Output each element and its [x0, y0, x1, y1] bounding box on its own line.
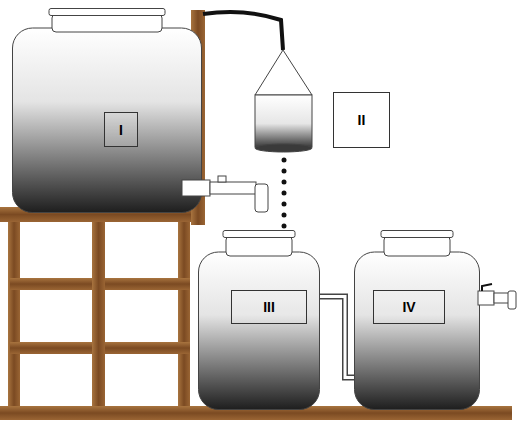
- tap-body: [478, 291, 494, 305]
- drip: [282, 213, 287, 218]
- drip: [282, 202, 287, 207]
- jar-body: [199, 252, 320, 410]
- water-jar: III: [198, 230, 320, 410]
- tap-outlet: [255, 184, 268, 212]
- jar-body: [13, 28, 202, 213]
- vessel-cone: [255, 50, 312, 95]
- stand-post: [178, 212, 190, 412]
- tap-outlet: [508, 291, 516, 309]
- label-box: II: [333, 92, 390, 148]
- drip: [282, 169, 287, 174]
- part-label: I: [104, 112, 138, 147]
- jar-neck: [226, 236, 292, 256]
- jar-lid: [49, 9, 165, 16]
- tap-handle: [218, 176, 226, 182]
- tap-body: [182, 180, 210, 196]
- vessel-bottom: [255, 144, 312, 152]
- connecting-pipe: [320, 297, 354, 378]
- tap-spout: [210, 182, 256, 194]
- jar-lid: [223, 231, 295, 238]
- tap-handle: [482, 284, 492, 291]
- stand-post: [8, 212, 20, 416]
- box-border: [334, 93, 390, 148]
- part-label: II: [333, 92, 390, 148]
- pipe-bore: [320, 297, 354, 378]
- jar-neck: [52, 14, 162, 32]
- drip: [282, 158, 287, 163]
- jar-lid: [381, 231, 453, 238]
- hanging-vessel: [255, 95, 312, 147]
- drip: [282, 180, 287, 185]
- drip: [282, 224, 287, 229]
- tap: [182, 176, 268, 212]
- jar-outline: [12, 8, 202, 213]
- water-jar: IV: [354, 230, 480, 410]
- part-label: III: [231, 290, 307, 324]
- hose: [203, 12, 283, 50]
- pipe-wall: [320, 297, 354, 378]
- part-label: IV: [373, 290, 445, 324]
- drip: [282, 191, 287, 196]
- tap: [478, 284, 516, 309]
- jar-body: [355, 252, 480, 410]
- water-jar: I: [12, 8, 202, 213]
- stand-post: [92, 214, 105, 418]
- jar-neck: [384, 236, 450, 256]
